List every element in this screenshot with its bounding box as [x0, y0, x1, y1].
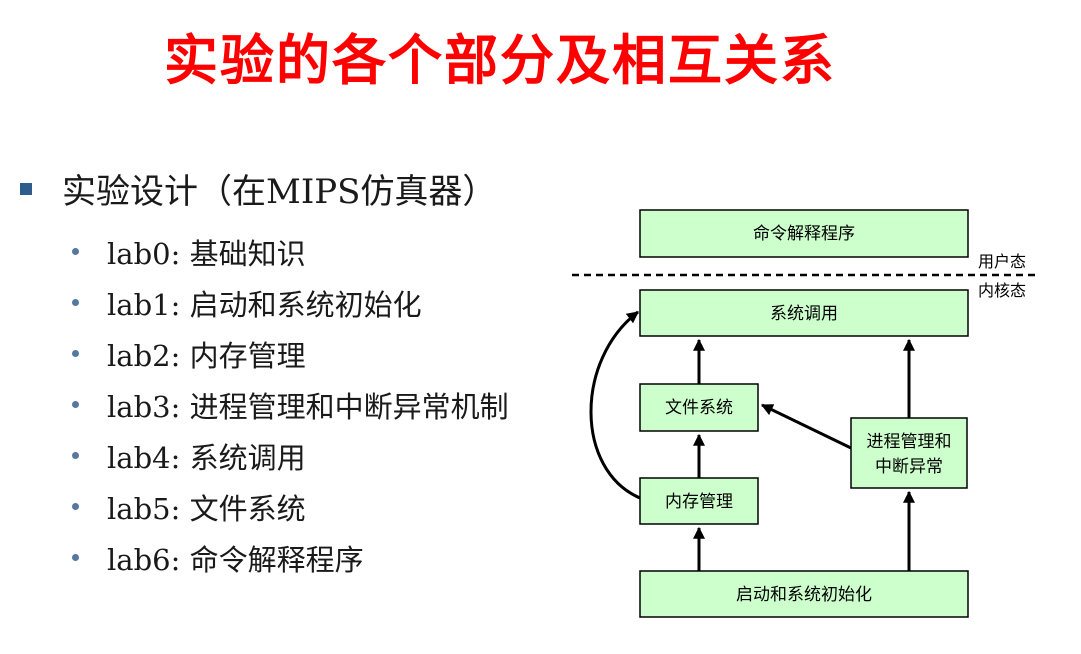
lab-item: lab2: 内存管理 — [72, 328, 509, 379]
dot-bullet-icon — [72, 554, 79, 561]
memory-box — [639, 477, 759, 525]
lab-list: lab0: 基础知识 lab1: 启动和系统初始化 lab2: 内存管理 lab… — [72, 226, 509, 583]
lab-item: lab6: 命令解释程序 — [72, 532, 509, 583]
memory-box-label: 内存管理 — [665, 492, 733, 512]
lab-item: lab5: 文件系统 — [72, 481, 509, 532]
user-mode-label: 用户态 — [978, 252, 1026, 271]
process-box — [850, 417, 968, 489]
dot-bullet-icon — [72, 503, 79, 510]
dot-bullet-icon — [72, 248, 79, 255]
lab-item-text: lab6: 命令解释程序 — [107, 542, 364, 577]
syscall-box-label: 系统调用 — [770, 304, 838, 324]
lab-item-text: lab2: 内存管理 — [107, 338, 306, 373]
lab-item: lab4: 系统调用 — [72, 430, 509, 481]
square-bullet-icon — [20, 183, 32, 195]
lab-item-text: lab4: 系统调用 — [107, 440, 306, 475]
lab-item: lab3: 进程管理和中断异常机制 — [72, 379, 509, 430]
process-box-label-line2: 中断异常 — [875, 457, 943, 477]
dot-bullet-icon — [72, 350, 79, 357]
slide-title: 实验的各个部分及相互关系 — [164, 29, 836, 92]
lab-item: lab0: 基础知识 — [72, 226, 509, 277]
main-bullet-text: 实验设计（在MIPS仿真器） — [62, 171, 497, 212]
arrow-memory-to-syscall — [589, 310, 641, 500]
fs-box-label: 文件系统 — [665, 398, 733, 418]
boot-box — [639, 570, 969, 618]
syscall-box — [639, 289, 969, 337]
process-box-label-line1: 进程管理和 — [867, 432, 952, 452]
shell-box-label: 命令解释程序 — [753, 224, 855, 244]
dot-bullet-icon — [72, 452, 79, 459]
kernel-mode-label: 内核态 — [978, 281, 1026, 300]
dot-bullet-icon — [72, 401, 79, 408]
lab-item-text: lab0: 基础知识 — [107, 236, 306, 271]
lab-item: lab1: 启动和系统初始化 — [72, 277, 509, 328]
lab-item-text: lab5: 文件系统 — [107, 491, 306, 526]
lab-item-text: lab1: 启动和系统初始化 — [107, 287, 422, 322]
boot-box-label: 启动和系统初始化 — [736, 585, 872, 605]
main-bullet: 实验设计（在MIPS仿真器） — [20, 164, 496, 212]
lab-item-text: lab3: 进程管理和中断异常机制 — [107, 389, 509, 424]
dot-bullet-icon — [72, 299, 79, 306]
shell-box — [639, 209, 969, 258]
arrow-process-to-fs — [760, 403, 852, 450]
